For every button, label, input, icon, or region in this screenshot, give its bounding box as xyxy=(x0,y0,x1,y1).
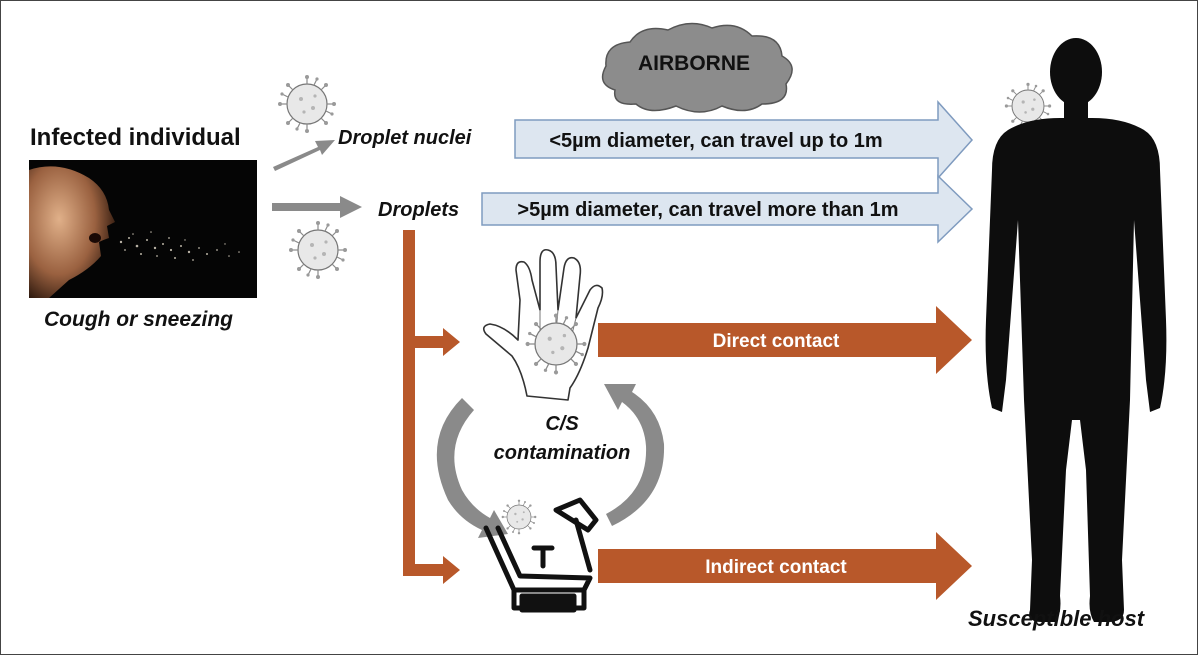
indirect-contact-arrow xyxy=(598,532,972,600)
cough-caption: Cough or sneezing xyxy=(44,308,233,331)
virus-icon xyxy=(501,499,537,535)
virus-icon xyxy=(277,74,337,134)
droplets-label: Droplets xyxy=(378,199,460,221)
coughing-face-image xyxy=(29,160,257,298)
dental-chair-icon xyxy=(483,497,599,613)
nuclei-arrow xyxy=(514,100,974,180)
cs-label-line2: contamination xyxy=(493,442,631,464)
indirect-contact-text: Indirect contact xyxy=(705,557,847,578)
infected-individual-title: Infected individual xyxy=(30,124,241,151)
human-silhouette-icon xyxy=(985,38,1167,622)
droplets-arrow xyxy=(481,174,974,244)
virus-icon xyxy=(524,312,588,376)
direct-contact-arrow xyxy=(598,306,972,374)
orange-trunk xyxy=(403,230,460,584)
cs-label-line1: C/S xyxy=(545,413,579,435)
susceptible-host-label: Susceptible host xyxy=(968,606,1145,631)
cough-photo xyxy=(29,160,257,298)
arrow-to-droplet-nuclei xyxy=(273,140,335,171)
cs-contamination-label: C/S contamination xyxy=(482,410,642,468)
droplet-nuclei-label: Droplet nuclei xyxy=(338,127,472,149)
cycle-arrows xyxy=(436,384,665,538)
virus-icon xyxy=(288,220,348,280)
cloud-icon xyxy=(601,22,793,113)
direct-contact-text: Direct contact xyxy=(713,331,840,352)
hand-icon xyxy=(482,248,604,401)
airborne-label: AIRBORNE xyxy=(638,52,750,75)
nuclei-arrow-text: <5µm diameter, can travel up to 1m xyxy=(549,130,882,152)
droplets-arrow-text: >5µm diameter, can travel more than 1m xyxy=(517,199,898,221)
arrow-to-droplets xyxy=(272,196,362,218)
